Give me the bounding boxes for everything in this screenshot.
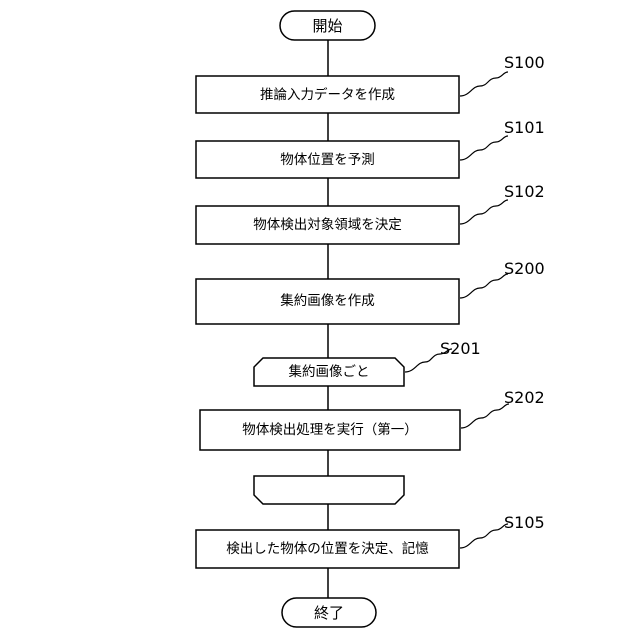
- loop-end-shape: [254, 476, 404, 504]
- leader-s202: [461, 404, 509, 428]
- leader-s200: [460, 274, 508, 298]
- process-s102: 物体検出対象領域を決定 S102: [196, 182, 545, 244]
- process-s100-text: 推論入力データを作成: [260, 86, 395, 103]
- end-terminal-label: 終了: [314, 604, 344, 622]
- start-terminal: 開始: [280, 11, 375, 40]
- process-s101: 物体位置を予測 S101: [196, 118, 545, 178]
- process-s202: 物体検出処理を実行（第一） S202: [200, 388, 545, 450]
- step-label-s101: S101: [504, 118, 545, 137]
- start-terminal-label: 開始: [312, 17, 342, 35]
- loop-start-s201-text: 集約画像ごと: [289, 364, 370, 380]
- step-label-s200: S200: [504, 259, 545, 278]
- step-label-s102: S102: [504, 182, 545, 201]
- end-terminal: 終了: [282, 598, 376, 627]
- process-s200-text: 集約画像を作成: [280, 293, 375, 309]
- leader-s101: [460, 136, 508, 160]
- process-s101-text: 物体位置を予測: [280, 152, 375, 168]
- process-s105-text: 検出した物体の位置を決定、記憶: [226, 540, 429, 557]
- process-s100: 推論入力データを作成 S100: [196, 53, 545, 113]
- process-s202-text: 物体検出処理を実行（第一）: [242, 421, 418, 438]
- process-s105: 検出した物体の位置を決定、記憶 S105: [196, 513, 545, 568]
- step-label-s202: S202: [504, 388, 545, 407]
- process-s200: 集約画像を作成 S200: [196, 259, 545, 324]
- process-s102-text: 物体検出対象領域を決定: [253, 216, 402, 233]
- step-label-s100: S100: [504, 53, 545, 72]
- step-label-s201: S201: [440, 339, 481, 358]
- leader-s102: [460, 200, 508, 224]
- loop-start-s201: 集約画像ごと S201: [254, 339, 481, 386]
- step-label-s105: S105: [504, 513, 545, 532]
- leader-s105: [460, 524, 508, 548]
- loop-end: [254, 476, 404, 504]
- leader-s100: [460, 72, 508, 96]
